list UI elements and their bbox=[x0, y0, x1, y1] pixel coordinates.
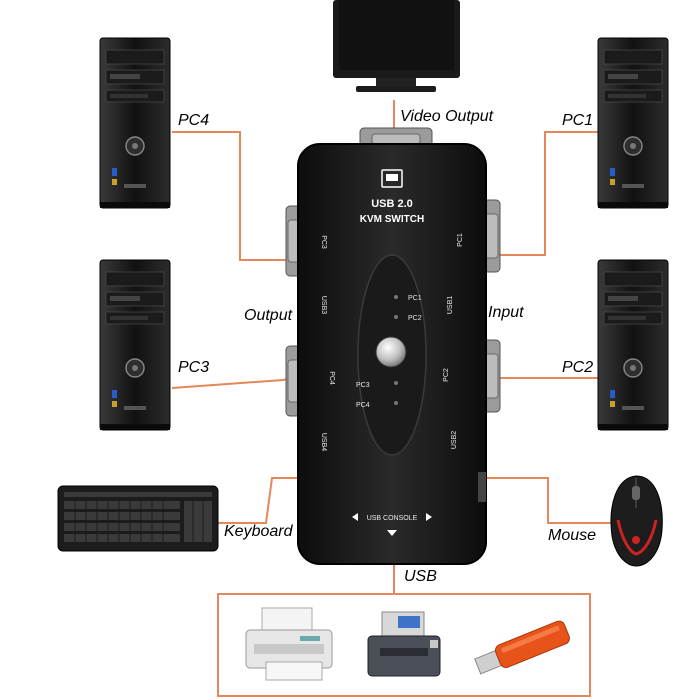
keyboard-icon bbox=[57, 485, 219, 552]
label-pc3: PC3 bbox=[178, 359, 210, 376]
usb-devices-box bbox=[217, 593, 591, 697]
label-pc4: PC4 bbox=[178, 112, 210, 129]
usb-drive-icon bbox=[474, 620, 570, 675]
led-pc2-icon bbox=[394, 315, 398, 319]
wire-pc1 bbox=[490, 131, 598, 256]
port-label-usb3: USB3 bbox=[320, 296, 327, 314]
usb-console-label: USB CONSOLE bbox=[367, 515, 418, 522]
label-pc1: PC1 bbox=[562, 112, 594, 129]
monitor-icon bbox=[333, 0, 460, 92]
label-video-output: Video Output bbox=[400, 108, 494, 125]
port-label-pc1: PC1 bbox=[457, 233, 464, 247]
label-pc2: PC2 bbox=[562, 359, 594, 376]
led-label-pc1: PC1 bbox=[408, 295, 422, 302]
port-label-usb4: USB4 bbox=[320, 433, 327, 451]
label-output: Output bbox=[244, 307, 293, 324]
led-pc1-icon bbox=[394, 295, 398, 299]
label-mouse: Mouse bbox=[548, 527, 597, 544]
pc3-tower-icon bbox=[99, 259, 171, 431]
kvm-switch: USB 2.0 KVM SWITCH PC3 USB3 PC4 USB4 PC1… bbox=[285, 127, 501, 565]
printer-icon bbox=[245, 607, 333, 681]
led-label-pc3: PC3 bbox=[356, 382, 370, 389]
wire-pc3 bbox=[171, 377, 293, 389]
label-input: Input bbox=[488, 304, 524, 321]
scanner-icon bbox=[367, 611, 441, 677]
pc2-tower-icon bbox=[597, 259, 669, 431]
switch-title-line1: USB 2.0 bbox=[371, 198, 413, 210]
port-label-usb1: USB1 bbox=[447, 296, 454, 314]
arrow-left-icon bbox=[352, 513, 358, 521]
led-label-pc4: PC4 bbox=[356, 402, 370, 409]
port-label-pc4: PC4 bbox=[328, 371, 335, 385]
select-button[interactable] bbox=[375, 336, 407, 368]
led-pc4-icon bbox=[394, 401, 398, 405]
label-usb: USB bbox=[404, 568, 437, 585]
wire-mouse bbox=[486, 477, 612, 524]
pc4-tower-icon bbox=[99, 37, 171, 209]
switch-title-line2: KVM SWITCH bbox=[360, 214, 424, 225]
arrow-right-icon bbox=[426, 513, 432, 521]
wire-pc4 bbox=[172, 131, 290, 261]
wire-keyboard bbox=[218, 477, 300, 524]
port-label-pc3: PC3 bbox=[320, 235, 327, 249]
pc1-tower-icon bbox=[597, 37, 669, 209]
port-label-pc2: PC2 bbox=[443, 368, 450, 382]
label-keyboard: Keyboard bbox=[224, 523, 293, 540]
port-label-usb2: USB2 bbox=[451, 431, 458, 449]
led-pc3-icon bbox=[394, 381, 398, 385]
led-label-pc2: PC2 bbox=[408, 315, 422, 322]
arrow-down-icon bbox=[387, 530, 397, 536]
mouse-icon bbox=[610, 475, 663, 567]
